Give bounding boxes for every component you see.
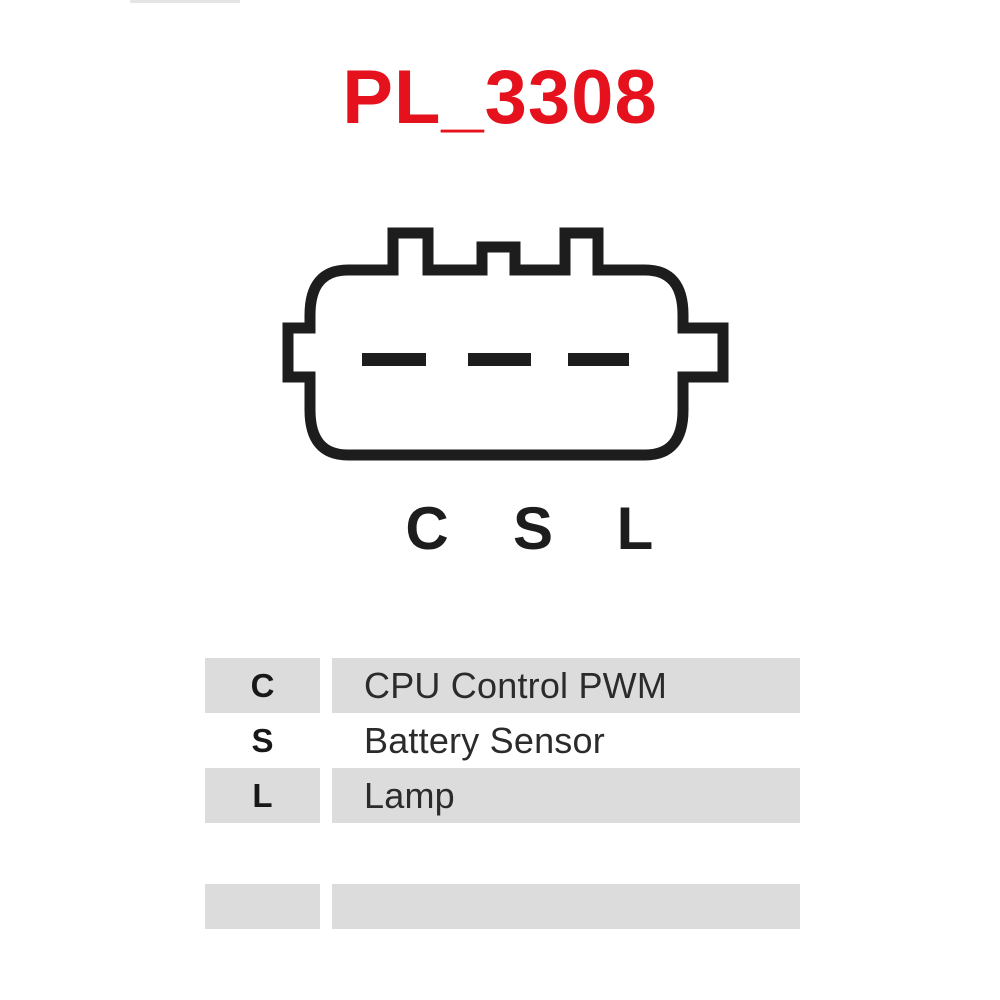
- legend-key-cell: C: [205, 658, 320, 713]
- legend-description-cell: Battery Sensor: [332, 713, 800, 768]
- pin-label-s: S: [512, 495, 554, 562]
- table-row: L Lamp: [205, 768, 800, 823]
- legend-description-cell-empty: [332, 884, 800, 929]
- legend-column-gap: [320, 768, 332, 823]
- page-title: PL_3308: [342, 55, 658, 140]
- pin-legend-table: C CPU Control PWM S Battery Sensor L Lam…: [205, 658, 800, 823]
- legend-description-cell: CPU Control PWM: [332, 658, 800, 713]
- table-row: S Battery Sensor: [205, 713, 800, 768]
- legend-key-cell: L: [205, 768, 320, 823]
- legend-key-cell-empty: [205, 884, 320, 929]
- table-row-empty: [205, 884, 800, 929]
- pin-label-c: C: [405, 495, 449, 562]
- legend-key-cell: S: [205, 713, 320, 768]
- legend-column-gap: [320, 884, 332, 929]
- scan-artifact: [130, 0, 240, 3]
- legend-column-gap: [320, 713, 332, 768]
- pin-slots: [362, 353, 629, 366]
- connector-outline-svg: [282, 227, 729, 461]
- legend-column-gap: [320, 658, 332, 713]
- connector-diagram: [270, 225, 740, 470]
- table-row: C CPU Control PWM: [205, 658, 800, 713]
- pin-label-l: L: [616, 495, 654, 562]
- pin-label-row: C S L: [330, 496, 670, 562]
- legend-description-cell: Lamp: [332, 768, 800, 823]
